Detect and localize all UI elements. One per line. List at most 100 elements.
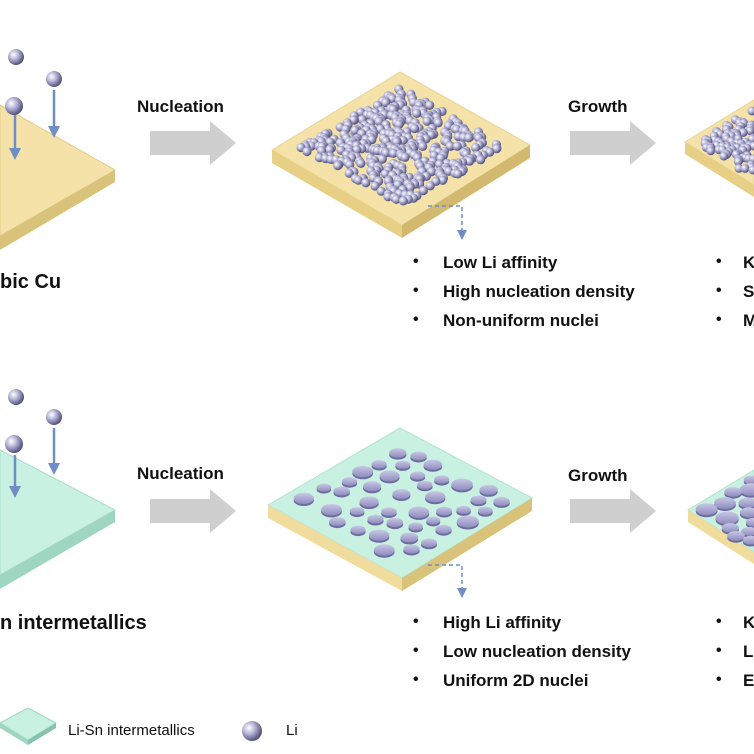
- bullet: •: [413, 282, 419, 299]
- li-2d-nucleus: [333, 486, 350, 496]
- bullet: •: [413, 311, 419, 328]
- li-nucleus: [388, 148, 399, 158]
- li-2d-nucleus: [743, 475, 754, 485]
- bottom-growth-label: Growth: [568, 466, 628, 485]
- li-2d-nucleus: [745, 517, 754, 527]
- bullet: •: [716, 253, 722, 270]
- list-item: Non-uniform nuclei: [443, 311, 599, 330]
- li-2d-nucleus: [389, 448, 407, 458]
- li-2d-nucleus: [435, 524, 452, 534]
- li-2d-nucleus: [724, 487, 742, 497]
- top-growth-label: Growth: [568, 97, 628, 116]
- li-nucleus: [412, 108, 422, 118]
- list-item: M: [743, 311, 754, 330]
- li-sphere-icon: [242, 721, 262, 741]
- li-2d-nucleus: [423, 459, 443, 470]
- li-nucleus: [353, 175, 363, 185]
- li-2d-nucleus: [321, 504, 342, 516]
- li-nucleus: [706, 146, 716, 156]
- li-nucleus: [452, 141, 462, 151]
- li-nucleus: [398, 196, 408, 206]
- legend-label-li: Li: [286, 722, 298, 739]
- li-2d-nucleus: [742, 535, 754, 545]
- li-nucleus: [492, 144, 502, 154]
- bullet: •: [716, 671, 722, 688]
- li-nucleus: [418, 141, 428, 151]
- list-item: K: [743, 613, 754, 632]
- li-nucleus: [747, 106, 754, 116]
- li-nucleus: [438, 175, 448, 185]
- li-2d-nucleus: [426, 516, 441, 525]
- li-nucleus: [409, 123, 420, 134]
- li-2d-nucleus: [373, 544, 395, 556]
- li-nucleus: [405, 183, 415, 193]
- li-2d-nucleus: [367, 514, 384, 524]
- bottom-li-atoms: [5, 389, 62, 453]
- li-2d-nucleus: [359, 496, 379, 508]
- li-nucleus: [302, 146, 312, 157]
- li-2d-nucleus: [349, 507, 365, 516]
- li-2d-nucleus: [417, 480, 433, 490]
- li-2d-nucleus: [410, 451, 427, 461]
- li-2d-nucleus: [425, 491, 446, 503]
- li-2d-nucleus: [386, 517, 404, 528]
- li-nucleus: [370, 181, 380, 191]
- li-2d-nucleus: [408, 506, 430, 518]
- teal-plate-icon: [0, 707, 58, 745]
- li-2d-nucleus: [479, 484, 498, 495]
- bullet: •: [413, 253, 419, 270]
- bullet: •: [413, 642, 419, 659]
- li-2d-nucleus: [456, 505, 471, 514]
- li-nucleus: [745, 126, 754, 136]
- list-item: High nucleation density: [443, 282, 635, 301]
- list-item: L: [743, 642, 754, 661]
- li-nucleus: [734, 164, 744, 173]
- li-nucleus: [418, 186, 428, 196]
- list-item: E: [743, 671, 754, 690]
- li-2d-nucleus: [350, 525, 366, 535]
- li-2d-nucleus: [410, 471, 426, 480]
- list-item: High Li affinity: [443, 613, 562, 632]
- li-nucleus: [740, 164, 750, 173]
- top-right-nuclei: [700, 106, 754, 175]
- top-substrate-label: bic Cu: [0, 271, 62, 293]
- li-nucleus: [433, 118, 443, 128]
- li-2d-nucleus: [493, 496, 510, 506]
- li-2d-nucleus: [329, 517, 346, 527]
- li-nucleus: [425, 100, 435, 110]
- bullet: •: [716, 282, 722, 299]
- li-nucleus: [738, 128, 748, 137]
- top-dense-nuclei: [296, 84, 502, 206]
- li-nucleus: [361, 178, 371, 188]
- li-2d-nucleus: [316, 483, 332, 492]
- li-nucleus: [325, 145, 335, 155]
- bottom-nucleation-arrow: [150, 489, 236, 533]
- bullet: •: [716, 613, 722, 630]
- li-2d-nucleus: [721, 523, 739, 533]
- li-2d-nucleus: [436, 506, 453, 516]
- list-item: Uniform 2D nuclei: [443, 671, 589, 690]
- li-2d-nucleus: [741, 526, 754, 536]
- li-2d-nucleus: [715, 511, 739, 525]
- li-2d-nucleus: [477, 506, 493, 515]
- li-2d-nucleus: [400, 532, 419, 543]
- li-nucleus: [471, 143, 481, 153]
- list-item: K: [743, 253, 754, 272]
- li-2d-nucleus: [379, 470, 400, 482]
- li-2d-nucleus: [739, 483, 754, 496]
- li-2d-nucleus: [381, 507, 397, 516]
- li-2d-nucleus: [714, 497, 736, 509]
- bottom-nucleation-label: Nucleation: [137, 464, 224, 483]
- bottom-middle-lisn-plate: [266, 427, 534, 591]
- li-nucleus: [333, 161, 343, 171]
- top-nucleation-arrow: [150, 121, 236, 165]
- li-nucleus: [476, 155, 486, 165]
- li-nucleus: [381, 98, 391, 108]
- li-2d-nucleus: [451, 478, 473, 491]
- li-2d-nucleus: [739, 507, 754, 518]
- list-item: S: [743, 282, 754, 301]
- top-growth-arrow: [570, 121, 656, 165]
- li-nucleus: [733, 157, 743, 166]
- legend-label-lisn: Li-Sn intermetallics: [68, 722, 195, 739]
